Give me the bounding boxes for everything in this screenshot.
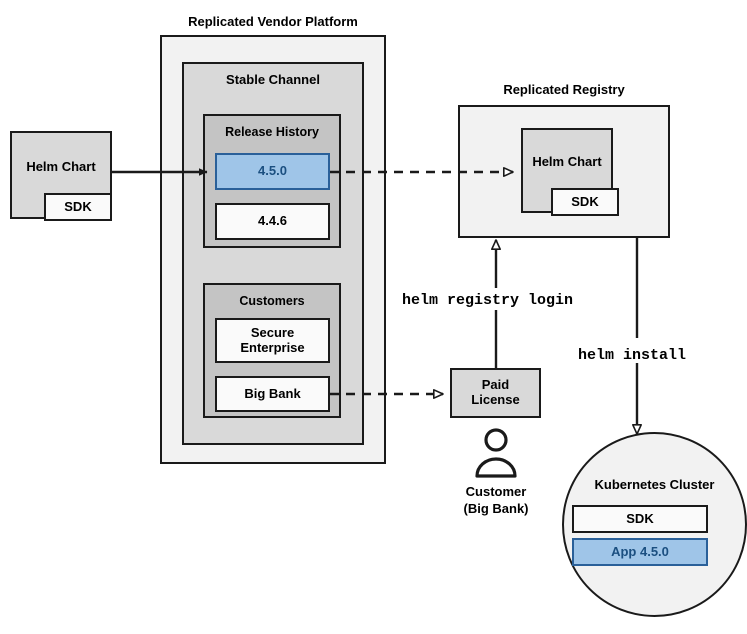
paid-license-label: Paid License xyxy=(471,377,520,407)
release-item-450[interactable]: 4.5.0 xyxy=(215,153,330,190)
person-icon xyxy=(472,428,520,483)
customer-big-bank[interactable]: Big Bank xyxy=(215,376,330,412)
vendor-platform-title: Replicated Vendor Platform xyxy=(188,14,358,29)
customer-secure-enterprise[interactable]: Secure Enterprise xyxy=(215,318,330,363)
registry-sdk-box[interactable]: SDK xyxy=(551,188,619,216)
registry-sdk-label: SDK xyxy=(571,193,599,209)
release-version-label: 4.5.0 xyxy=(258,163,287,179)
cluster-component-app[interactable]: App 4.5.0 xyxy=(572,538,708,566)
registry-helm-chart-label: Helm Chart xyxy=(532,154,602,170)
release-history-label: Release History xyxy=(225,125,319,139)
helm-registry-login-command: helm registry login xyxy=(402,292,574,309)
release-version-label: 4.4.6 xyxy=(258,213,287,229)
source-sdk-box[interactable]: SDK xyxy=(44,193,112,221)
customer-actor-detail: (Big Bank) xyxy=(463,501,529,516)
customer-name-label: Secure Enterprise xyxy=(240,324,305,355)
customer-name-label: Big Bank xyxy=(244,385,301,401)
stable-channel-label: Stable Channel xyxy=(226,72,320,87)
cluster-component-label: SDK xyxy=(626,510,654,526)
paid-license-box[interactable]: Paid License xyxy=(450,368,541,418)
kubernetes-cluster-label: Kubernetes Cluster xyxy=(594,477,715,492)
customer-actor-name: Customer xyxy=(465,484,527,499)
release-item-446[interactable]: 4.4.6 xyxy=(215,203,330,240)
source-sdk-label: SDK xyxy=(64,198,92,214)
cluster-component-sdk[interactable]: SDK xyxy=(572,505,708,533)
replicated-registry-title: Replicated Registry xyxy=(503,82,625,97)
helm-install-command: helm install xyxy=(578,347,687,364)
cluster-component-label: App 4.5.0 xyxy=(611,543,669,559)
customers-label: Customers xyxy=(239,294,305,308)
source-helm-chart-label: Helm Chart xyxy=(26,158,96,174)
